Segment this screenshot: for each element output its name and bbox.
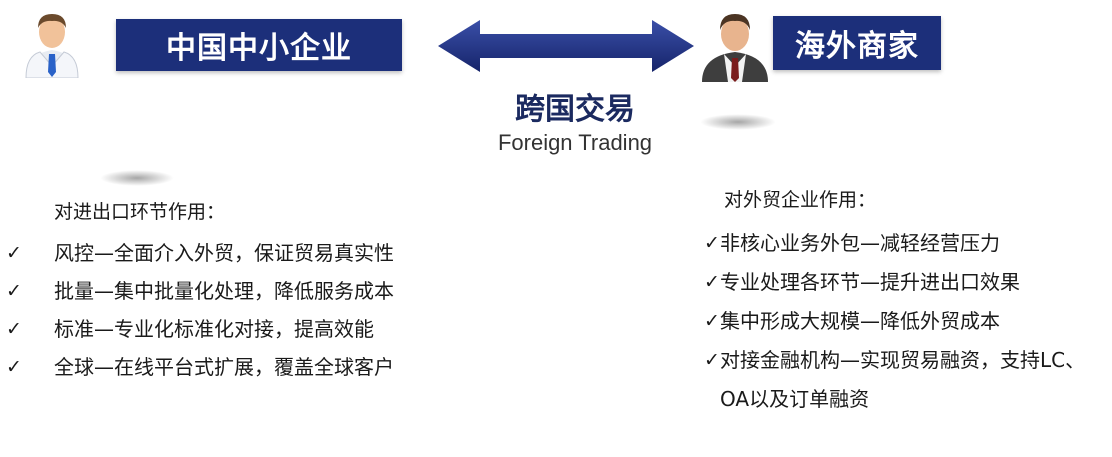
list-item-text: 对接金融机构—实现贸易融资，支持LC、OA以及订单融资 (720, 348, 1086, 411)
list-item: ✓ 风控—全面介入外贸，保证贸易真实性 (6, 234, 466, 272)
list-item: ✓非核心业务外包—减轻经营压力 (704, 224, 1110, 263)
right-benefit-list: ✓非核心业务外包—减轻经营压力 ✓专业处理各环节—提升进出口效果 ✓集中形成大规… (704, 224, 1110, 419)
right-section-heading: 对外贸企业作用： (724, 189, 877, 211)
checkmark-icon: ✓ (6, 356, 22, 378)
list-item: ✓对接金融机构—实现贸易融资，支持LC、OA以及订单融资 (704, 341, 1110, 419)
list-item: ✓集中形成大规模—降低外贸成本 (704, 302, 1110, 341)
checkmark-icon: ✓ (6, 280, 22, 302)
list-item-text: 批量—集中批量化处理，降低服务成本 (54, 279, 394, 303)
foreign-trading-subtitle: Foreign Trading (497, 130, 653, 155)
double-arrow-icon (438, 20, 694, 72)
list-item-text: 全球—在线平台式扩展，覆盖全球客户 (54, 355, 394, 379)
checkmark-icon: ✓ (6, 318, 22, 340)
left-benefit-list: ✓ 风控—全面介入外贸，保证贸易真实性 ✓ 批量—集中批量化处理，降低服务成本 ✓ 标… (6, 234, 466, 386)
overseas-merchant-text: 海外商家 (795, 29, 919, 64)
left-section-heading: 对进出口环节作用： (54, 201, 226, 223)
list-item: ✓ 批量—集中批量化处理，降低服务成本 (6, 272, 466, 310)
shadow-decoration (700, 114, 776, 130)
list-item-text: 专业处理各环节—提升进出口效果 (720, 270, 1020, 294)
list-item-text: 风控—全面介入外贸，保证贸易真实性 (54, 241, 394, 265)
list-item-text: 集中形成大规模—降低外贸成本 (720, 309, 1000, 333)
businessman-light-icon (25, 14, 79, 78)
businessman-dark-icon (702, 14, 768, 82)
list-item-text: 标准—专业化标准化对接，提高效能 (54, 317, 374, 341)
list-item: ✓专业处理各环节—提升进出口效果 (704, 263, 1110, 302)
chinese-sme-label: 中国中小企业 (116, 19, 402, 71)
checkmark-icon: ✓ (704, 232, 720, 254)
list-item: ✓ 标准—专业化标准化对接，提高效能 (6, 310, 466, 348)
checkmark-icon: ✓ (704, 271, 720, 293)
overseas-merchant-label: 海外商家 (773, 16, 941, 70)
list-item: ✓ 全球—在线平台式扩展，覆盖全球客户 (6, 348, 466, 386)
shadow-decoration (100, 170, 174, 186)
chinese-sme-text: 中国中小企业 (166, 31, 352, 66)
checkmark-icon: ✓ (704, 310, 720, 332)
checkmark-icon: ✓ (6, 242, 22, 264)
cross-border-trade-title: 跨国交易 (515, 92, 635, 127)
list-item-text: 非核心业务外包—减轻经营压力 (720, 231, 1000, 255)
checkmark-icon: ✓ (704, 349, 720, 371)
